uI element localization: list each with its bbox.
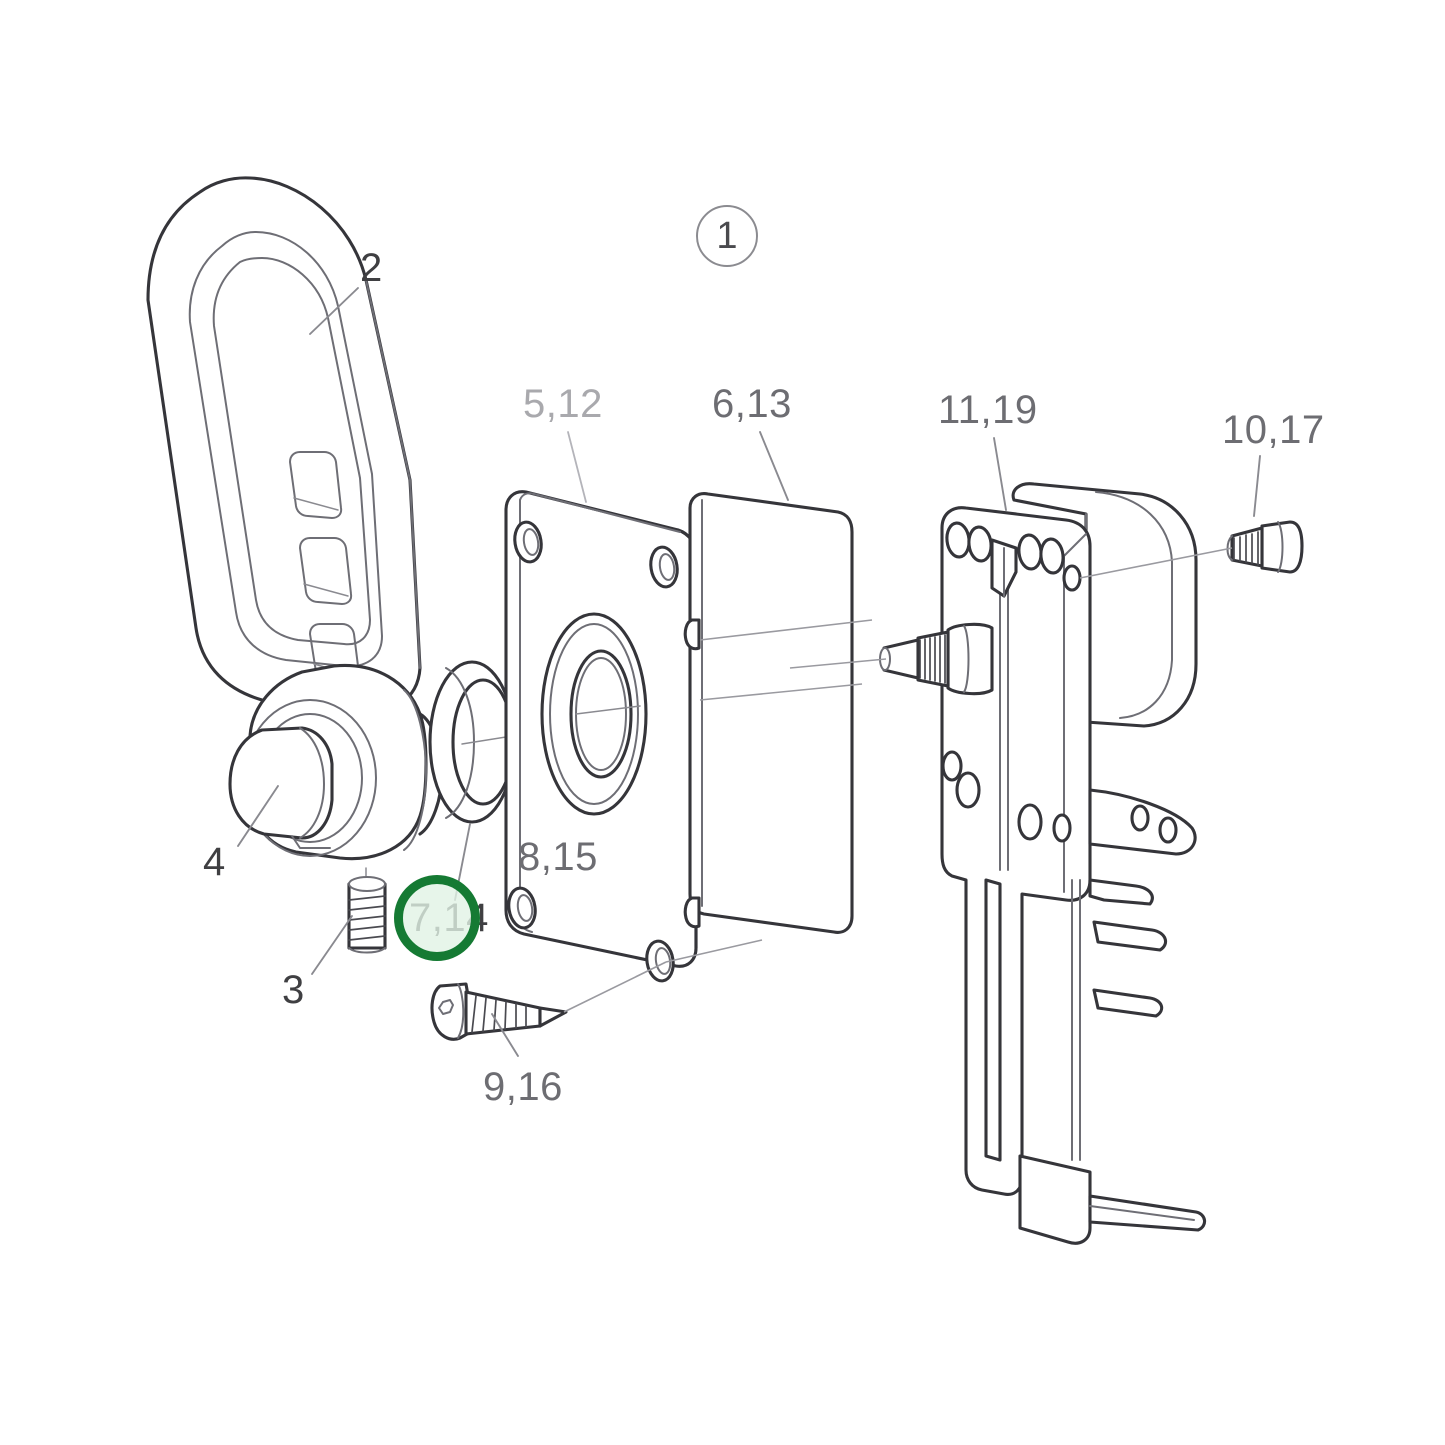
callout-assembly-1: 1 [696, 205, 758, 267]
part-torx-screw [430, 961, 667, 1057]
callout-label-4: 4 [203, 840, 226, 884]
callout-assembly-1-label: 1 [716, 214, 738, 257]
part-handle-hub [228, 663, 444, 861]
callout-label-11-19: 11,19 [938, 388, 1038, 432]
callout-label-5-12: 5,12 [523, 382, 603, 426]
part-set-screw [311, 867, 387, 975]
part-shoulder-bolt [1079, 455, 1304, 579]
callout-label-6-13: 6,13 [712, 382, 792, 426]
callout-label-8-15: 8,15 [518, 835, 598, 879]
leader-handle-lever [309, 287, 359, 335]
callout-label-9-16: 9,16 [483, 1065, 563, 1109]
callout-label-10-17: 10,17 [1222, 408, 1325, 452]
callout-label-2: 2 [360, 246, 383, 290]
callout-label-7-14: 7,14 [409, 896, 489, 940]
part-gasket-panel [683, 431, 873, 934]
axis-plate-gasket [665, 939, 763, 963]
callout-label-3: 3 [282, 968, 305, 1012]
part-mounting-plate [504, 431, 698, 983]
part-bushing-ring [428, 660, 516, 901]
